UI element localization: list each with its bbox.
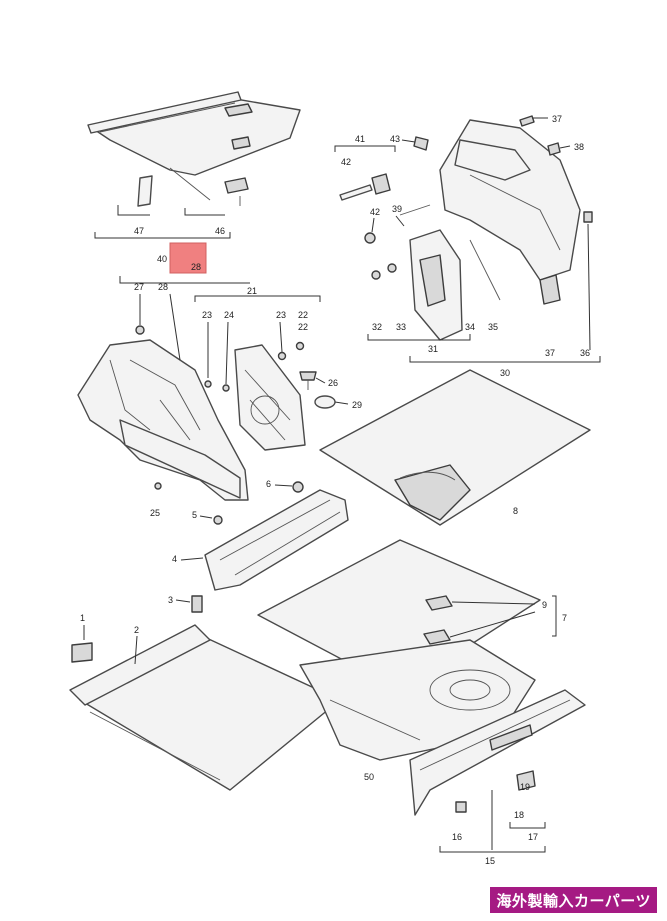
callout-16: 16 bbox=[452, 832, 462, 842]
callout-38: 38 bbox=[574, 142, 584, 152]
callout-5: 5 bbox=[192, 510, 197, 520]
callout-41: 41 bbox=[355, 134, 365, 144]
callout-29: 29 bbox=[352, 400, 362, 410]
callout-28: 28 bbox=[158, 282, 168, 292]
callout-7: 7 bbox=[562, 613, 567, 623]
callout-25: 25 bbox=[150, 508, 160, 518]
callout-40: 40 bbox=[157, 254, 167, 264]
floor-tray bbox=[69, 624, 341, 791]
callout-3: 3 bbox=[168, 595, 173, 605]
brand-badge: 海外製輸入カーパーツ bbox=[490, 887, 657, 913]
callout-8: 8 bbox=[513, 506, 518, 516]
callout-23a: 23 bbox=[202, 310, 212, 320]
callout-32: 32 bbox=[372, 322, 382, 332]
callout-31: 31 bbox=[428, 344, 438, 354]
floor-mat bbox=[319, 369, 591, 526]
callout-2: 2 bbox=[134, 625, 139, 635]
callout-35: 35 bbox=[488, 322, 498, 332]
speaker-housing bbox=[234, 344, 306, 451]
callout-46: 46 bbox=[215, 226, 225, 236]
right-side-trim-assembly bbox=[399, 119, 581, 341]
highlighted-part-marker bbox=[169, 242, 207, 274]
callout-42a: 42 bbox=[341, 157, 351, 167]
callout-4: 4 bbox=[172, 554, 177, 564]
rear-panel-trim bbox=[409, 689, 586, 816]
callout-15: 15 bbox=[485, 856, 495, 866]
callout-30: 30 bbox=[500, 368, 510, 378]
callout-50: 50 bbox=[364, 772, 374, 782]
callout-34: 34 bbox=[465, 322, 475, 332]
callout-26: 26 bbox=[328, 378, 338, 388]
cargo-cover-assembly bbox=[87, 91, 301, 207]
callout-9: 9 bbox=[542, 600, 547, 610]
callout-22a: 22 bbox=[298, 310, 308, 320]
callout-17: 17 bbox=[528, 832, 538, 842]
callout-27: 27 bbox=[134, 282, 144, 292]
callout-28-highlight: 28 bbox=[191, 262, 201, 272]
callout-43: 43 bbox=[390, 134, 400, 144]
callout-33: 33 bbox=[396, 322, 406, 332]
callout-24: 24 bbox=[224, 310, 234, 320]
callout-39: 39 bbox=[392, 204, 402, 214]
callout-36: 36 bbox=[580, 348, 590, 358]
callout-19: 19 bbox=[520, 782, 530, 792]
callout-37a: 37 bbox=[552, 114, 562, 124]
callout-21: 21 bbox=[247, 286, 257, 296]
callout-37b: 37 bbox=[545, 348, 555, 358]
callout-18: 18 bbox=[514, 810, 524, 820]
callout-23b: 23 bbox=[276, 310, 286, 320]
side-trim-panel bbox=[77, 325, 249, 501]
callout-42b: 42 bbox=[370, 207, 380, 217]
callout-47: 47 bbox=[134, 226, 144, 236]
cross-member bbox=[204, 489, 349, 591]
callout-6: 6 bbox=[266, 479, 271, 489]
callout-22b: 22 bbox=[298, 322, 308, 332]
callout-1: 1 bbox=[80, 613, 85, 623]
